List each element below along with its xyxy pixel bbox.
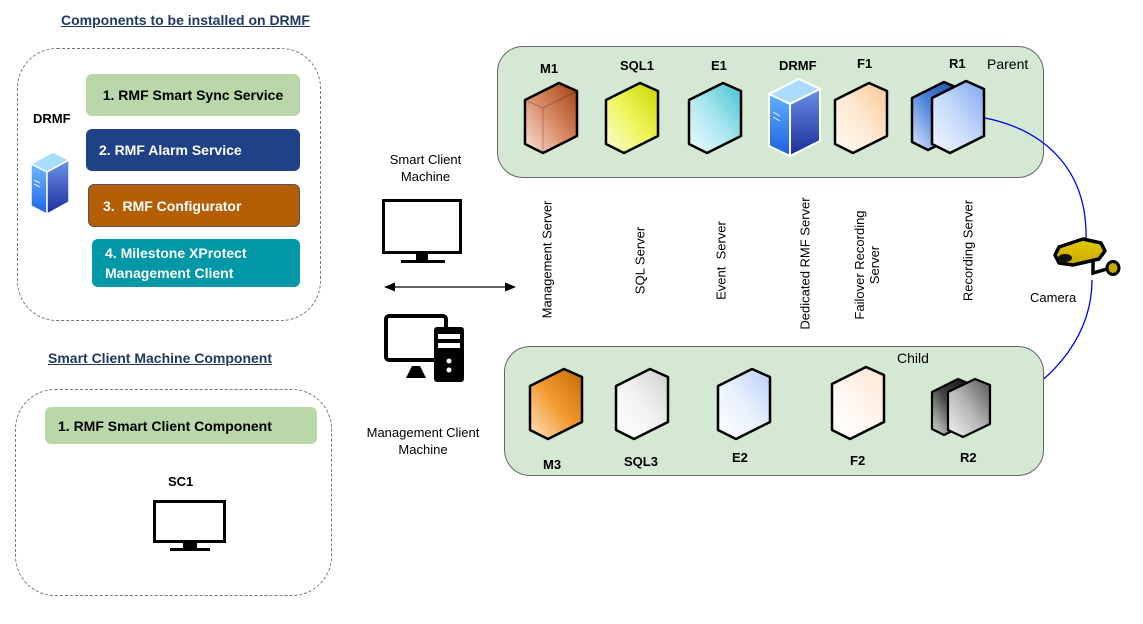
label-line1: Management Client bbox=[366, 425, 480, 440]
smart-client-section-title: Smart Client Machine Component bbox=[48, 350, 273, 366]
server-id-sql3: SQL3 bbox=[624, 454, 658, 469]
server-icon-m1 bbox=[523, 81, 579, 155]
server-icon-e2 bbox=[716, 367, 772, 441]
component-xprotect-management-client: 4. Milestone XProtect Management Client bbox=[92, 239, 300, 287]
label-line1: Smart Client bbox=[389, 152, 462, 167]
role-line1: Failover Recording bbox=[852, 210, 867, 320]
management-client-workstation-icon bbox=[384, 314, 464, 382]
drmf-section-title: Components to be installed on DRMF bbox=[61, 12, 310, 28]
component-label: 2. RMF Alarm Service bbox=[99, 142, 242, 158]
server-icon-m3 bbox=[528, 367, 584, 441]
smart-client-monitor-icon bbox=[382, 199, 462, 263]
component-smart-sync-service: 1. RMF Smart Sync Service bbox=[86, 74, 300, 116]
server-id-f2: F2 bbox=[850, 453, 866, 468]
component-label-line2: Management Client bbox=[105, 265, 234, 281]
server-id-sql1: SQL1 bbox=[620, 58, 654, 73]
role-label-dedicated-rmf-server: Dedicated RMF Server bbox=[797, 197, 813, 330]
component-alarm-service: 2. RMF Alarm Service bbox=[86, 129, 300, 171]
role-label-event-server: Event Server bbox=[713, 221, 729, 300]
component-smart-client: 1. RMF Smart Client Component bbox=[45, 407, 317, 444]
server-icon-sql1 bbox=[604, 81, 660, 155]
component-rmf-configurator: 3. RMF Configurator bbox=[88, 184, 300, 227]
role-line2: Server bbox=[867, 245, 882, 285]
drmf-server-icon bbox=[29, 151, 71, 216]
server-icon-sql3 bbox=[614, 367, 670, 441]
role-label-failover-recording-server: Failover Recording Server bbox=[852, 205, 882, 325]
server-icon-f2 bbox=[830, 365, 886, 441]
server-id-m1: M1 bbox=[540, 61, 559, 76]
management-client-machine-label: Management Client Machine bbox=[350, 424, 496, 458]
component-label: 3. RMF Configurator bbox=[103, 197, 242, 214]
component-label-line1: 4. Milestone XProtect bbox=[105, 245, 247, 261]
camera-icon bbox=[1053, 237, 1121, 276]
camera-label: Camera bbox=[1030, 290, 1077, 305]
drmf-host-label: DRMF bbox=[33, 111, 71, 126]
child-site-label: Child bbox=[897, 350, 929, 366]
server-icon-drmf bbox=[766, 77, 823, 158]
label-line2: Machine bbox=[398, 442, 448, 457]
smart-client-components-group bbox=[15, 389, 332, 596]
server-id-e1: E1 bbox=[711, 58, 727, 73]
server-id-r2: R2 bbox=[960, 450, 977, 465]
monitor-icon bbox=[153, 500, 226, 551]
sc1-host-label: SC1 bbox=[168, 474, 194, 489]
label-line2: Machine bbox=[400, 169, 451, 184]
role-label-management-server: Management Server bbox=[539, 200, 555, 319]
bidirectional-arrow bbox=[384, 282, 516, 292]
component-label: 1. RMF Smart Client Component bbox=[58, 417, 272, 434]
drmf-components-group bbox=[17, 48, 321, 321]
server-icon-e1 bbox=[687, 81, 743, 155]
server-id-drmf: DRMF bbox=[779, 58, 817, 73]
server-id-f1: F1 bbox=[857, 56, 873, 71]
role-label-sql-server: SQL Server bbox=[632, 226, 648, 295]
server-icon-f1 bbox=[833, 81, 889, 155]
server-id-m3: M3 bbox=[543, 457, 562, 472]
server-id-e2: E2 bbox=[732, 450, 748, 465]
parent-site-label: Parent bbox=[987, 56, 1029, 72]
role-label-recording-server: Recording Server bbox=[960, 199, 976, 302]
server-icon-r1 bbox=[910, 79, 986, 155]
server-icon-r2 bbox=[930, 377, 992, 439]
smart-client-machine-label: Smart Client Machine bbox=[378, 151, 473, 185]
server-id-r1: R1 bbox=[949, 56, 966, 71]
component-label: 1. RMF Smart Sync Service bbox=[102, 87, 284, 103]
